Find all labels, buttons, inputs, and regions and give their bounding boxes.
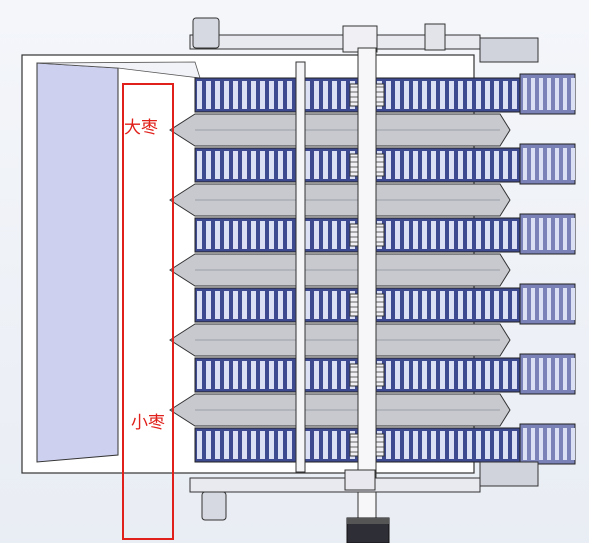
top-mount [189, 17, 539, 63]
roller-row [194, 283, 576, 325]
separator-plate [169, 393, 511, 427]
roller-row [194, 213, 576, 255]
separator-plates [169, 113, 511, 427]
separator-plate [169, 323, 511, 357]
bottom-mount [189, 461, 539, 521]
separator-plate [169, 183, 511, 217]
small-jujube-label: 小枣 [131, 413, 165, 433]
roller-row [194, 73, 576, 115]
roller-row [194, 353, 576, 395]
big-jujube-label: 大枣 [124, 118, 158, 138]
bottom-gear [346, 517, 390, 543]
separator-plate [169, 253, 511, 287]
main-shaft [357, 47, 377, 519]
vertical-rod [295, 61, 306, 473]
separator-plate [169, 113, 511, 147]
hopper-panel [36, 62, 119, 463]
roller-row [194, 143, 576, 185]
annotation-box [122, 83, 174, 540]
roller-row [194, 423, 576, 465]
